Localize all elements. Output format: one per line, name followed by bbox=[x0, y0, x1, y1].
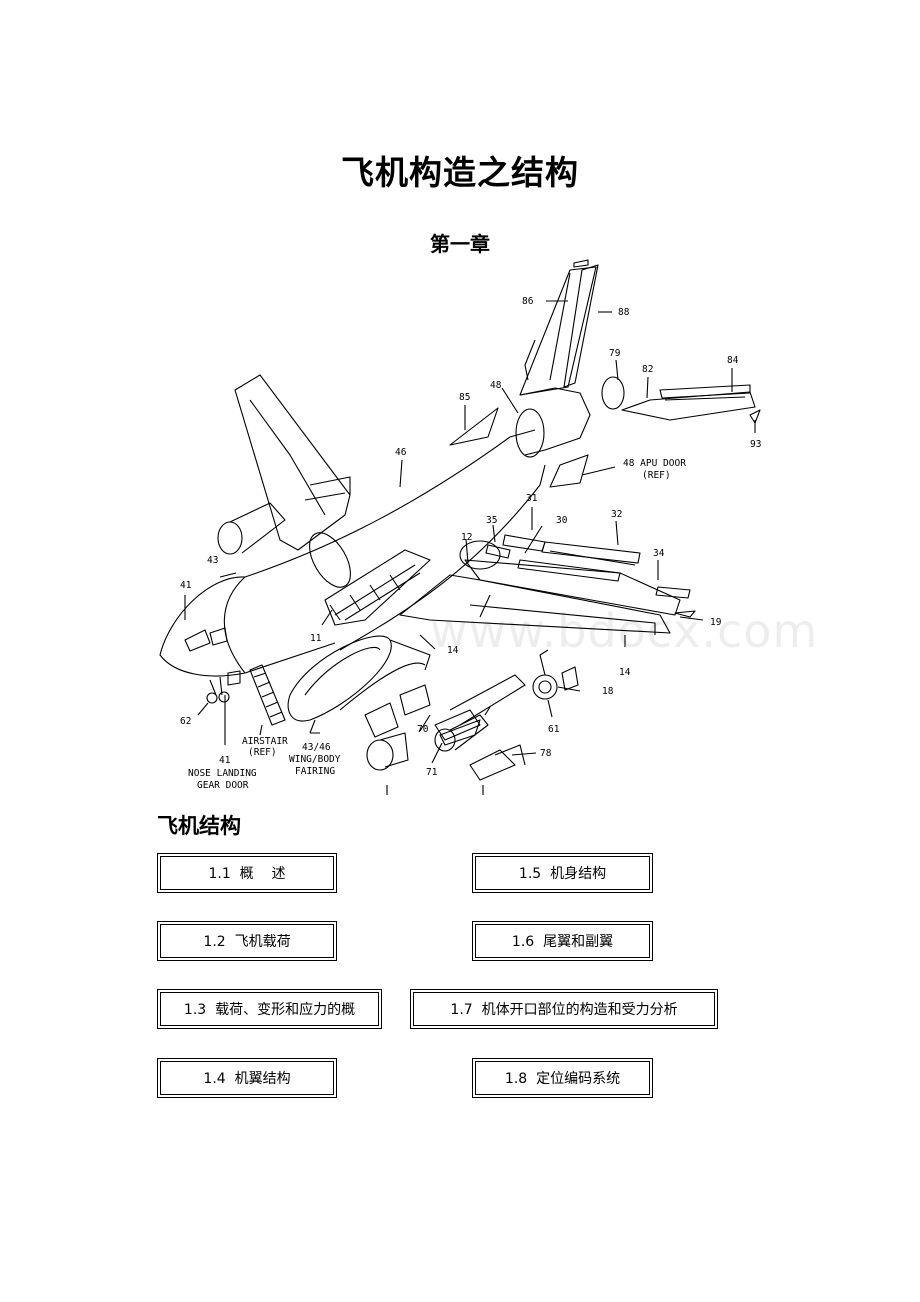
callout-71: 71 bbox=[426, 767, 438, 778]
toc-item-1-1[interactable]: 1.1 概 述 bbox=[157, 853, 337, 893]
toc-item-1-5[interactable]: 1.5 机身结构 bbox=[472, 853, 653, 893]
wing-body-fairing bbox=[287, 635, 392, 722]
section-heading: 飞机结构 bbox=[157, 814, 241, 838]
toc-item-label: 1.7 机体开口部位的构造和受力分析 bbox=[450, 1002, 678, 1018]
watermark: www.bdocx.com bbox=[430, 604, 819, 658]
horizontal-stabilizer bbox=[621, 391, 756, 421]
toc-item-label: 1.3 载荷、变形和应力的概 bbox=[183, 1002, 356, 1018]
callout-31: 31 bbox=[526, 493, 538, 504]
toc-item-1-7[interactable]: 1.7 机体开口部位的构造和受力分析 bbox=[410, 989, 718, 1029]
callout-79: 79 bbox=[609, 348, 621, 359]
callout-ref-2: (REF) bbox=[248, 747, 277, 758]
callout-fairing-wingbody: WING/BODY bbox=[289, 754, 341, 765]
toc-item-label: 1.8 定位编码系统 bbox=[504, 1071, 621, 1087]
right-wing bbox=[464, 559, 681, 616]
callout-70: 70 bbox=[417, 724, 429, 735]
callout-85: 85 bbox=[459, 392, 470, 403]
aircraft-exploded-diagram: 86 88 79 82 84 93 48 85 46 48 APU DOOR (… bbox=[150, 255, 780, 795]
callout-fairing-label: FAIRING bbox=[295, 766, 335, 777]
left-wing bbox=[234, 374, 351, 551]
callout-48-apu-door: 48 APU DOOR bbox=[623, 458, 686, 469]
callout-48: 48 bbox=[490, 380, 502, 391]
toc-item-1-3[interactable]: 1.3 载荷、变形和应力的概 bbox=[157, 989, 382, 1029]
callout-fairing-number: 43/46 bbox=[302, 742, 331, 753]
callout-35: 35 bbox=[486, 515, 497, 526]
toc-item-1-4[interactable]: 1.4 机翼结构 bbox=[157, 1058, 337, 1098]
callout-32: 32 bbox=[611, 509, 622, 520]
callout-12: 12 bbox=[461, 532, 472, 543]
callout-93: 93 bbox=[750, 439, 761, 450]
toc-item-1-6[interactable]: 1.6 尾翼和副翼 bbox=[472, 921, 653, 961]
callout-19: 19 bbox=[710, 617, 722, 628]
callout-34: 34 bbox=[653, 548, 665, 559]
tail-cone bbox=[519, 387, 591, 456]
callout-ref-1: (REF) bbox=[642, 470, 671, 481]
toc-item-1-8[interactable]: 1.8 定位编码系统 bbox=[472, 1058, 653, 1098]
callout-airstair: AIRSTAIR bbox=[242, 736, 288, 747]
callout-86: 86 bbox=[522, 296, 534, 307]
callout-14b: 14 bbox=[619, 667, 631, 678]
callout-14a: 14 bbox=[447, 645, 459, 656]
callout-84: 84 bbox=[727, 355, 739, 366]
callout-43: 43 bbox=[207, 555, 218, 566]
callout-88: 88 bbox=[618, 307, 630, 318]
callout-gear-door: GEAR DOOR bbox=[197, 780, 249, 791]
toc-item-1-2[interactable]: 1.2 飞机载荷 bbox=[157, 921, 337, 961]
callout-78: 78 bbox=[540, 748, 552, 759]
document-title: 飞机构造之结构 bbox=[341, 153, 579, 192]
chapter-heading: 第一章 bbox=[430, 232, 490, 256]
callout-61: 61 bbox=[548, 724, 560, 735]
callout-11: 11 bbox=[310, 633, 322, 644]
toc-item-label: 1.5 机身结构 bbox=[518, 866, 607, 882]
aircraft-drawing: 86 88 79 82 84 93 48 85 46 48 APU DOOR (… bbox=[159, 259, 761, 795]
callout-82: 82 bbox=[642, 364, 653, 375]
toc-item-label: 1.4 机翼结构 bbox=[203, 1071, 291, 1087]
toc-item-label: 1.2 飞机载荷 bbox=[203, 934, 291, 950]
callout-nose-landing: NOSE LANDING bbox=[188, 768, 257, 779]
callout-30: 30 bbox=[556, 515, 568, 526]
callout-41: 41 bbox=[180, 580, 192, 591]
toc-item-label: 1.1 概 述 bbox=[208, 866, 286, 882]
fuselage bbox=[244, 429, 536, 578]
callout-62: 62 bbox=[180, 716, 191, 727]
callout-18: 18 bbox=[602, 686, 614, 697]
callout-46: 46 bbox=[395, 447, 407, 458]
toc-item-label: 1.6 尾翼和副翼 bbox=[511, 934, 614, 950]
airstair bbox=[249, 664, 286, 726]
callout-41b: 41 bbox=[219, 755, 231, 766]
